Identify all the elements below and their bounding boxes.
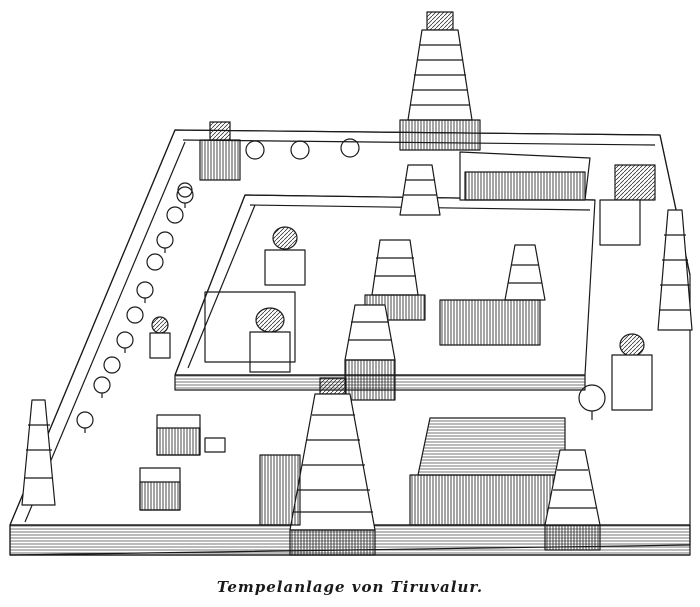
- tree-row-left: [77, 187, 193, 433]
- gopuram-southeast: [545, 450, 600, 550]
- gopuram-south: [290, 378, 375, 555]
- shrine-west: [200, 122, 240, 180]
- pillared-hall: [260, 418, 565, 525]
- temple-complex-illustration: [0, 0, 700, 580]
- temple-engraving: [0, 0, 700, 580]
- inner-temples: [205, 165, 652, 410]
- hall-north: [460, 152, 590, 200]
- shrine-northeast: [600, 165, 655, 245]
- gopuram-west: [22, 400, 55, 505]
- gopuram-north: [400, 12, 480, 150]
- plate-caption: Tempelanlage von Tiruvalur.: [216, 578, 484, 596]
- gopuram-east: [658, 210, 692, 330]
- tree-row-top: [178, 139, 605, 420]
- pavilions: [140, 317, 225, 510]
